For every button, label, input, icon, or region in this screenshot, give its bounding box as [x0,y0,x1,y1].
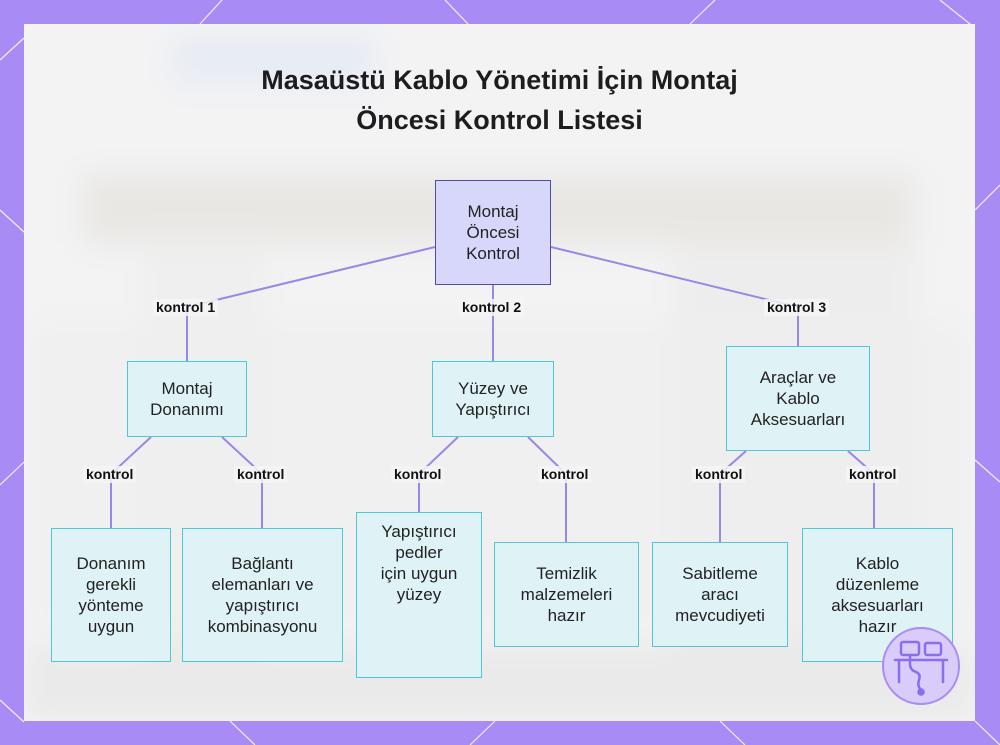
edge-label-b1-c1: kontrol [83,466,137,483]
edge-root-branch-3 [550,246,799,346]
edge-label-b3-c1: kontrol [692,466,746,483]
edge-label-kontrol-1: kontrol 1 [153,299,219,316]
edge-label-b2-c2: kontrol [538,466,592,483]
node-sabitleme-araci: Sabitleme aracı mevcudiyeti [652,542,788,647]
node-montaj-donanimi: Montaj Donanımı [127,361,247,437]
node-araclar-ve-kablo-aksesuarlari: Araçlar ve Kablo Aksesuarları [726,346,870,451]
edge-branch-2-child-2 [527,436,567,542]
edge-label-b3-c2: kontrol [846,466,900,483]
title-line-1: Masaüstü Kablo Yönetimi İçin Montaj [261,65,738,95]
edge-branch-3-child-1 [719,450,747,542]
edge-label-kontrol-3: kontrol 3 [764,299,830,316]
node-baglanti-elemanlari: Bağlantı elemanları ve yapıştırıcı kombi… [182,528,343,662]
edge-label-b2-c1: kontrol [391,466,445,483]
edge-branch-3-child-2 [847,450,875,528]
node-uygun-yuzey: Yapıştırıcı pedler için uygun yüzey [356,512,482,678]
edge-label-b1-c2: kontrol [234,466,288,483]
node-yuzey-ve-yapistirici: Yüzey ve Yapıştırıcı [432,361,554,437]
edge-label-kontrol-2: kontrol 2 [459,299,525,316]
desk-setup-icon [882,627,960,705]
node-root: Montaj Öncesi Kontrol [435,180,551,285]
edge-root-branch-1 [186,246,436,361]
node-donanim-uygun: Donanım gerekli yönteme uygun [51,528,171,662]
node-temizlik-malzemeleri: Temizlik malzemeleri hazır [494,542,639,647]
diagram-title: Masaüstü Kablo Yönetimi İçin Montaj Önce… [24,60,975,140]
node-kablo-duzenleme: Kablo düzenleme aksesuarları hazır [802,528,953,662]
title-line-2: Öncesi Kontrol Listesi [356,105,643,135]
